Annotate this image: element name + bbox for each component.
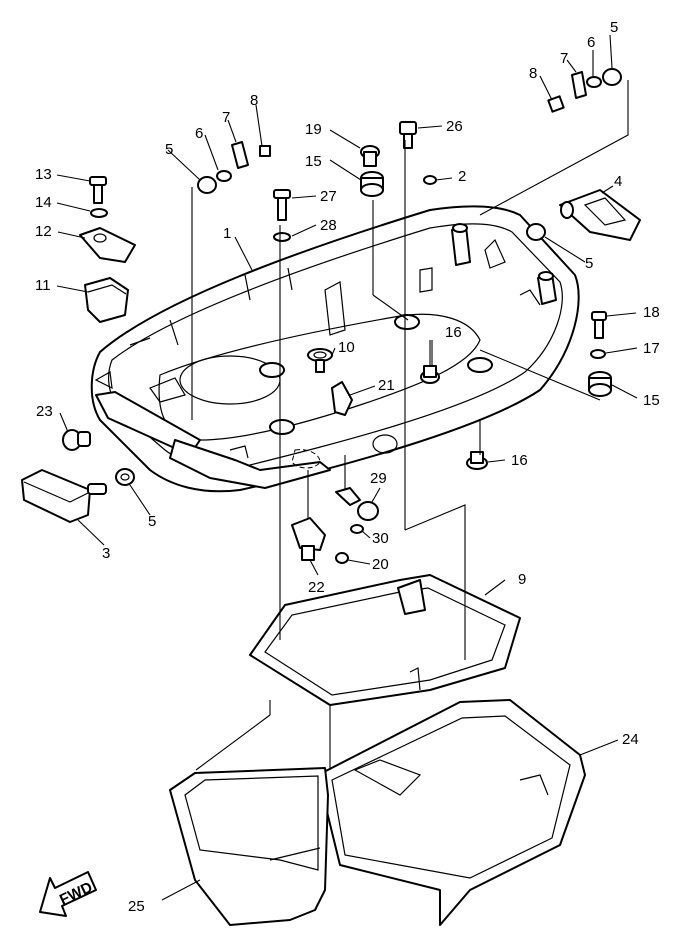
callout-11: 11 [35,277,51,294]
callout-5: 5 [610,19,618,36]
washer-17 [590,349,606,359]
callout-6: 6 [587,34,595,51]
washer-30 [350,524,364,534]
bolt-18 [591,311,607,339]
callout-6: 6 [195,125,203,142]
boss-hole [467,357,493,373]
clip-7 [571,71,587,99]
grommet-16 [420,365,440,384]
frame-9 [249,574,521,706]
callout-8: 8 [529,65,537,82]
leader-lines [56,34,638,901]
side-cover-24 [317,699,586,926]
callout-19: 19 [305,121,322,138]
callout-12: 12 [35,223,52,240]
callout-30: 30 [372,530,389,547]
callout-15: 15 [643,392,660,409]
grommet-5 [602,68,622,86]
callout-27: 27 [320,188,337,205]
washer-6 [216,170,232,182]
grommet-22 [291,517,326,561]
callout-23: 23 [36,403,53,420]
callout-13: 13 [35,166,52,183]
clip-29 [335,487,379,521]
callout-3: 3 [102,545,110,562]
callout-4: 4 [614,173,622,190]
callout-2: 2 [458,168,466,185]
lever-3 [21,469,107,523]
callout-29: 29 [370,470,387,487]
callout-21: 21 [378,377,395,394]
callout-14: 14 [35,194,52,211]
screw-2 [423,175,437,185]
bushing-15 [588,371,612,397]
clip-7 [231,141,249,169]
callout-9: 9 [518,571,526,588]
fwd-arrow: FWD [39,871,97,917]
grommet-5 [526,223,546,241]
callout-28: 28 [320,217,337,234]
boss-hole [394,314,420,330]
bolt-26 [399,121,417,149]
screw-8 [547,95,565,113]
callout-10: 10 [338,339,355,356]
bolt-27 [273,189,291,221]
callout-7: 7 [560,50,568,67]
bushing-15 [360,171,384,197]
bracket-12 [79,227,136,263]
assembly-lines [191,80,629,771]
callout-25: 25 [128,898,145,915]
callout-16: 16 [445,324,462,341]
callout-5: 5 [585,255,593,272]
callout-16: 16 [511,452,528,469]
callout-20: 20 [372,556,389,573]
grommet-16 [466,451,488,470]
screw-20 [335,552,349,564]
washer-6 [586,76,602,88]
washer-14 [90,208,108,218]
callout-7: 7 [222,109,230,126]
washer-28 [273,232,291,242]
bolt-19 [360,145,380,167]
screw-8 [259,145,271,157]
grommet-5 [115,468,135,486]
callout-17: 17 [643,340,660,357]
callout-15: 15 [305,153,322,170]
boss-hole [259,362,285,378]
callout-5: 5 [165,141,173,158]
boss-hole [269,419,295,435]
callout-22: 22 [308,579,325,596]
grommet-5 [197,176,217,194]
callout-5: 5 [148,513,156,530]
side-cover-25 [169,767,329,926]
grommet-23 [62,429,91,451]
callout-26: 26 [446,118,463,135]
clip-21 [331,381,353,416]
rubber-block-11 [84,277,129,323]
callout-24: 24 [622,731,639,748]
callout-numbers: 1 2 3 4 5 5 5 5 6 6 7 7 8 8 9 10 11 12 1… [35,19,660,915]
callout-1: 1 [223,225,231,242]
bracket-4 [559,189,641,241]
callout-8: 8 [250,92,258,109]
callout-18: 18 [643,304,660,321]
bolt-13 [89,176,107,204]
